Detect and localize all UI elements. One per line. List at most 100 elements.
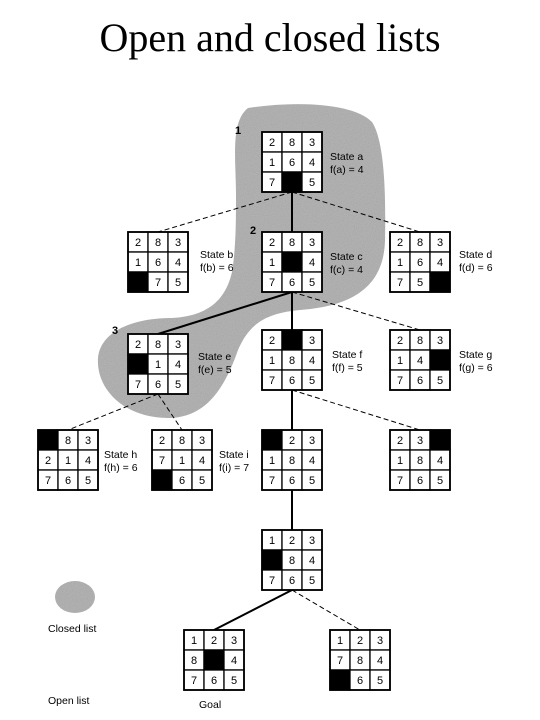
tile-number: 7 (337, 655, 343, 667)
tile-number: 6 (289, 157, 295, 169)
tile-number: 5 (175, 277, 181, 289)
state-name-f: State f (332, 349, 362, 361)
tile-number: 2 (397, 335, 403, 347)
blank-tile (281, 251, 303, 273)
tile-number: 4 (437, 455, 443, 467)
board-frame (261, 231, 323, 293)
tile-number: 5 (309, 475, 315, 487)
labels-layer: 1 2 3 Closed list Open list Goal (48, 125, 256, 711)
tile-number: 1 (179, 455, 185, 467)
diagram-title: Open and closed lists (99, 15, 441, 60)
tile-number: 2 (159, 435, 165, 447)
tile-number: 8 (417, 335, 423, 347)
tile-number: 5 (309, 375, 315, 387)
tile-number: 5 (437, 375, 443, 387)
tile-number: 2 (135, 237, 141, 249)
tile-number: 5 (309, 277, 315, 289)
board-frame (37, 429, 99, 491)
tile-number: 1 (191, 635, 197, 647)
tile-number: 5 (85, 475, 91, 487)
tile-number: 1 (135, 257, 141, 269)
state-name-b: State b (200, 249, 233, 261)
tile-number: 3 (85, 435, 91, 447)
tile-number: 7 (269, 375, 275, 387)
tile-number: 2 (289, 535, 295, 547)
tile-number: 7 (159, 455, 165, 467)
state-f-value-h: f(h) = 6 (104, 462, 138, 474)
board-frame (261, 329, 323, 391)
tile-number: 8 (155, 237, 161, 249)
tile-number: 6 (417, 257, 423, 269)
tile-number: 3 (437, 335, 443, 347)
tile-number: 4 (309, 555, 315, 567)
tile-number: 3 (309, 335, 315, 347)
tile-number: 3 (175, 237, 181, 249)
board-frame (389, 429, 451, 491)
tile-number: 4 (309, 157, 315, 169)
tile-number: 4 (85, 455, 91, 467)
tile-number: 8 (357, 655, 363, 667)
tile-number: 7 (397, 375, 403, 387)
tile-number: 1 (397, 355, 403, 367)
blank-tile (261, 549, 283, 571)
state-f-value-a: f(a) = 4 (330, 164, 364, 176)
open-list-label: Open list (48, 695, 90, 707)
state-name-i: State i (219, 449, 249, 461)
edge-a-b (157, 191, 293, 233)
tile-number: 3 (231, 635, 237, 647)
tile-number: 8 (155, 339, 161, 351)
tile-number: 4 (309, 455, 315, 467)
tile-number: 4 (437, 257, 443, 269)
blank-tile (429, 429, 451, 451)
tile-number: 8 (417, 237, 423, 249)
tile-number: 2 (135, 339, 141, 351)
tile-number: 7 (269, 177, 275, 189)
tile-number: 6 (289, 277, 295, 289)
tile-number: 8 (191, 655, 197, 667)
tile-number: 2 (397, 237, 403, 249)
blank-tile (281, 171, 303, 193)
state-name-e: State e (198, 351, 231, 363)
state-f-value-g: f(g) = 6 (459, 362, 493, 374)
blank-tile (429, 349, 451, 371)
tile-number: 7 (269, 575, 275, 587)
tile-number: 7 (269, 475, 275, 487)
tile-number: 6 (155, 257, 161, 269)
board-frame (389, 329, 451, 391)
tile-number: 3 (437, 237, 443, 249)
tile-number: 4 (417, 355, 423, 367)
tile-number: 3 (309, 137, 315, 149)
tile-number: 6 (289, 475, 295, 487)
edge-l-n (291, 589, 361, 631)
tile-number: 1 (269, 157, 275, 169)
tile-number: 4 (199, 455, 205, 467)
tile-number: 5 (175, 379, 181, 391)
tile-number: 6 (289, 375, 295, 387)
edge-e-i (157, 393, 183, 431)
board-frame (261, 131, 323, 193)
tile-number: 1 (337, 635, 343, 647)
marker-3: 3 (112, 325, 118, 337)
tile-number: 6 (289, 575, 295, 587)
state-name-d: State d (459, 249, 492, 261)
board-frame (151, 429, 213, 491)
edge-a-d (291, 191, 421, 233)
tile-number: 6 (65, 475, 71, 487)
blank-tile (151, 469, 173, 491)
tile-number: 6 (417, 375, 423, 387)
tile-number: 7 (397, 475, 403, 487)
tile-number: 8 (289, 555, 295, 567)
edge-c-e (157, 291, 293, 335)
closed-list-label: Closed list (48, 623, 97, 635)
tile-number: 8 (289, 137, 295, 149)
tile-number: 8 (289, 355, 295, 367)
